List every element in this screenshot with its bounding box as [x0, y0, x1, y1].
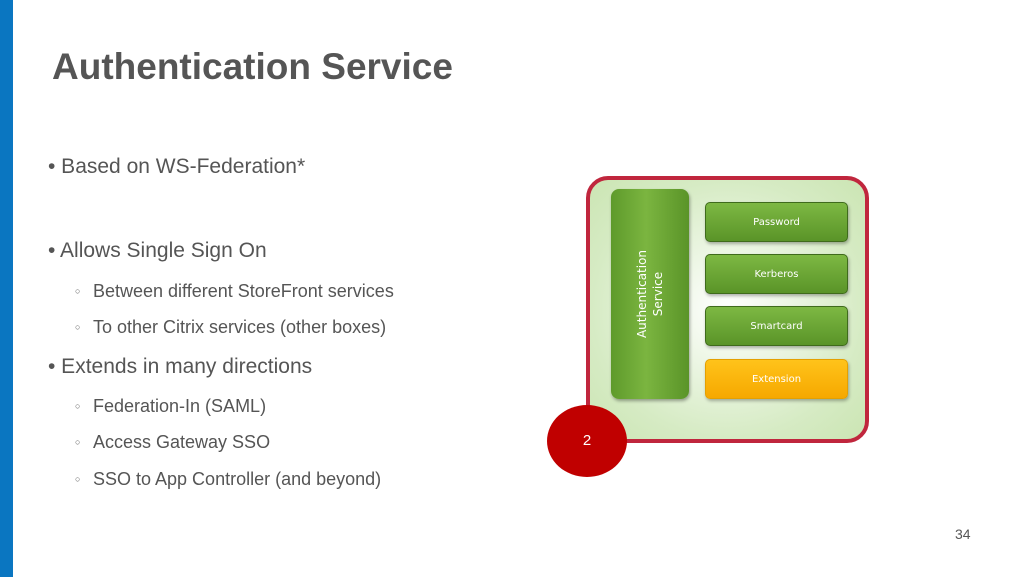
method-smartcard: Smartcard — [705, 306, 848, 346]
sub-bullet-text: Federation-In (SAML) — [93, 396, 267, 416]
page-number: 34 — [955, 526, 971, 542]
authentication-service-label: Authentication Service — [635, 249, 665, 339]
method-password: Password — [705, 202, 848, 242]
sub-bullet-item: ○ Access Gateway SSO — [75, 432, 270, 453]
sub-bullet-item: ○ Between different StoreFront services — [75, 281, 394, 302]
sub-bullet-marker-icon: ○ — [75, 286, 81, 297]
sub-bullet-item: ○ SSO to App Controller (and beyond) — [75, 469, 381, 490]
bullet-item: • Based on WS-Federation* — [48, 155, 306, 178]
method-extension: Extension — [705, 359, 848, 399]
bullet-item: • Allows Single Sign On — [48, 239, 267, 262]
sub-bullet-marker-icon: ○ — [75, 322, 81, 333]
sub-bullet-item: ○ To other Citrix services (other boxes) — [75, 317, 386, 338]
accent-bar — [0, 0, 13, 577]
authentication-service-block — [611, 189, 689, 399]
sub-bullet-marker-icon: ○ — [75, 401, 81, 412]
sub-bullet-text: Access Gateway SSO — [93, 432, 271, 452]
step-badge: 2 — [547, 405, 627, 477]
sub-bullet-text: SSO to App Controller (and beyond) — [93, 469, 382, 489]
bullet-item: • Extends in many directions — [48, 355, 313, 378]
method-kerberos: Kerberos — [705, 254, 848, 294]
sub-bullet-marker-icon: ○ — [75, 437, 81, 448]
sub-bullet-marker-icon: ○ — [75, 474, 81, 485]
sub-bullet-text: To other Citrix services (other boxes) — [93, 317, 387, 337]
sub-bullet-item: ○ Federation-In (SAML) — [75, 396, 266, 417]
sub-bullet-text: Between different StoreFront services — [93, 281, 394, 301]
slide-title: Authentication Service — [52, 46, 453, 87]
